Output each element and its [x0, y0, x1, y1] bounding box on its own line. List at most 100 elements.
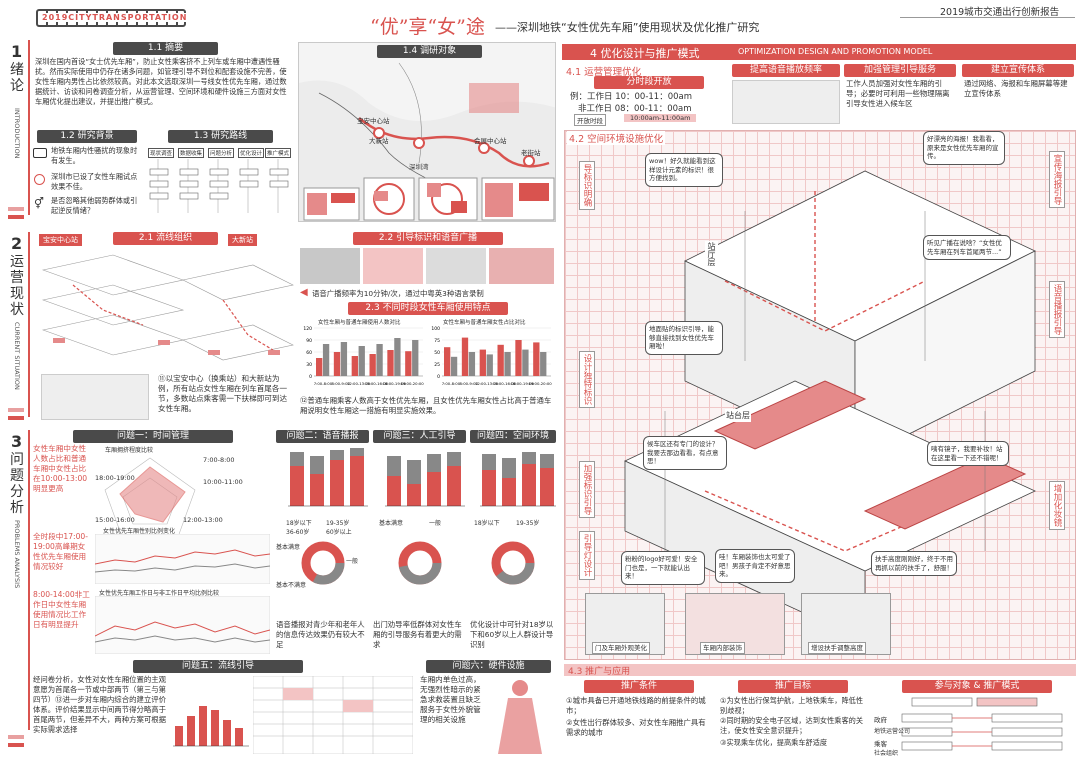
city-map [299, 62, 555, 221]
header-rule [900, 17, 1075, 18]
side-label: 引导灯设计 [579, 531, 595, 580]
x-tick-label: 7:00-8:00 [442, 381, 461, 386]
bar [369, 354, 376, 376]
x-tick-label: 18:00-19:00 [383, 381, 407, 386]
model-diagram [901, 697, 1063, 751]
bar [540, 352, 547, 376]
x-tick-label: 8:00-9:00 [460, 381, 479, 386]
route-step: 问题分析 [208, 148, 235, 158]
route-diagram [149, 159, 289, 213]
floor-label: 站台层 [725, 409, 751, 422]
x-tick-label: 19:00-20:00 [528, 381, 552, 386]
floor-label: 站厅层 [705, 241, 718, 267]
station-section-drawing [624, 170, 1036, 642]
bar [444, 347, 451, 376]
x-tick-label: 8:00-9:00 [332, 381, 351, 386]
condition-item: ②女性出行群体较多、对女性车厢推广具有需求的城市 [566, 718, 706, 737]
photo-placeholder [41, 374, 149, 420]
route-box: 1.3 研究路线 现状调查 数据收集 问题分析 优化设计 推广模式 [148, 130, 295, 218]
signage-photo-4 [489, 248, 554, 284]
right-label: 宣传海报引导 [1049, 151, 1065, 208]
problem3-box: 问题三：人工引导 基本满意 一般 出门劝导率低群体对女性车厢的引导服务有着更大的… [373, 430, 466, 658]
ops-line: 非工作日 08：00-11：00am [578, 104, 692, 114]
map-label: 大新站 [369, 137, 389, 145]
flow-title: 2.1 流线组织 [113, 232, 218, 245]
broadcast-box: 提高语音播放频率 [732, 64, 840, 126]
bar [522, 349, 529, 376]
p4-stacked-bar [480, 452, 556, 507]
guide-text: 工作人员加强对女性车厢的引导；必要时可利用一些物理隔离引导女性进入候车区 [846, 79, 950, 108]
p6-note: 车厢内单色过高，无强烈性暗示的紧急求救装置且缺乏服务于女性外貌管理的相关设施 [420, 675, 481, 724]
p2-donut [301, 541, 345, 585]
p2-stacked-bar [288, 448, 368, 507]
space-box: 4.2 空间环境设施优化 导标识明确 设计独特标识 加强标识引导 引导灯设计 宣… [564, 130, 1076, 660]
ops-legend-bar: 10:00am-11:00am [624, 114, 697, 122]
section3-title: 问题分析 [10, 452, 24, 516]
goal-item: ①为女性出行保驾护航，上地铁乘车，降低性别歧视； [720, 696, 864, 715]
problem2-box: 问题二：语音播报 18岁以下 19-35岁 36-60岁 60岁以上 基本满意 … [276, 430, 369, 658]
y-tick-label: 0 [437, 374, 440, 380]
carriage-chart [173, 706, 249, 747]
flow-tag: 大新站 [228, 234, 257, 246]
route-step: 数据收集 [178, 148, 205, 158]
bar [515, 340, 522, 376]
line-title: 女性优先车厢性别比例变化 [103, 528, 176, 535]
ops-title: 4.1 运营管理优化 [566, 67, 642, 78]
condition-item: ①城市具备已开通地铁线路的前提条件的城市； [566, 696, 706, 715]
signage-note: 语音广播频率为10分钟/次，通过中粤英3种语言录制 [312, 289, 484, 298]
y-tick-label: 90 [306, 338, 312, 344]
y-tick-label: 0 [309, 374, 312, 380]
radar-chart [104, 457, 196, 538]
signage-title: 2.2 引导标识和语音广播 [353, 232, 503, 245]
legend-item: 18岁以下 [286, 520, 312, 527]
legend-item: 一般 [346, 558, 359, 565]
goal-item: ②同时期的安全电子区域，达到女性乘客的关注，使女性安全意识提升； [720, 716, 864, 735]
woman-silhouette [498, 680, 542, 754]
right-label: 语音播报引导 [1049, 281, 1065, 338]
people-icon: ⚥ [34, 197, 44, 210]
goal-item: ③实现乘车优化，提高乘车舒适度 [720, 738, 828, 747]
compare-box: 2.3 不同时段女性车厢使用特点 女性车厢与普通车厢使用人数对比 女性车厢与普通… [298, 302, 556, 422]
design-title: 4 优化设计与推广模式 [590, 47, 700, 60]
photo-card: 门及车厢外观美化 [585, 593, 665, 655]
problem3-title: 问题三：人工引导 [373, 430, 466, 443]
bar [497, 344, 504, 376]
legend-item: 基本不满意 [276, 582, 307, 589]
speech-bubble: 候车区还有专门的设计？我要去那边看看，有点意思！ [643, 436, 727, 470]
ops-legend: 开放时段 [574, 114, 606, 126]
radar-axis: 15:00-16:00 [95, 516, 135, 524]
map-label: 深圳湾 [409, 163, 429, 171]
p4-note: 优化设计中可针对18岁以下和60岁以上人群设计导识别 [470, 620, 554, 649]
bar [412, 340, 419, 376]
guide-box: 加强管理引导服务 工作人员加强对女性车厢的引导；必要时可利用一些物理隔离引导女性… [844, 64, 956, 126]
space-title: 4.2 空间环境设施优化 [567, 131, 666, 145]
promo-text: 通过网络、海报和车厢屏幕等建立宣传体系 [964, 79, 1068, 98]
model-label: 社会组织 [874, 750, 899, 757]
speech-bubble: 扶手高度刚刚好，终于不用再抓以前的扶手了，舒服！ [871, 551, 957, 576]
radar-axis: 7:00-8:00 [203, 456, 235, 464]
section1-en: INTRODUCTION [13, 108, 21, 159]
chart-title: 女性车厢与普通车厢使用人数对比 [318, 320, 401, 326]
y-tick-label: 50 [434, 350, 440, 356]
flow-note: ⑪以宝安中心（换乘站）和大新站为例，所有站点女性车厢在列车首尾各一节，多数站点乘… [158, 374, 288, 413]
abstract-text: 深圳在国内首设“女士优先车厢”，防止女性乘客挤不上列车或车厢中遭遇性骚扰。然而实… [35, 57, 287, 106]
p4-donut [491, 541, 535, 585]
ops-line: 例：工作日 10：00-11：00am [570, 92, 693, 102]
bg-item-1: 地铁车厢内性骚扰的现象时有发生。 [33, 146, 141, 168]
bar [351, 356, 358, 376]
y-tick-label: 75 [434, 338, 440, 344]
line-title: 女性优先车厢工作日与非工作日平均比例比较 [99, 590, 220, 597]
signage-box: 2.2 引导标识和语音广播 ◀ 语音广播频率为10分钟/次，通过中粤英3种语言录… [298, 232, 556, 302]
bar [504, 352, 511, 376]
object-box: 1.4 调研对象 宝安中心站 大新站 会展中心站 老街站 深圳湾 [298, 42, 556, 222]
speech-bubble: 哇！车厢装饰也太可爱了吧！男孩子肯定不好意思来。 [715, 549, 795, 583]
problem1-title: 问题一：时间管理 [73, 430, 233, 443]
section1-title: 绪论 [10, 62, 24, 94]
signage-photo-2 [363, 248, 423, 284]
photo-caption: 增设扶手调整高度 [808, 642, 866, 654]
bar [358, 346, 365, 376]
bar [394, 338, 401, 376]
ops-subtitle: 分时段开放 [594, 76, 704, 89]
design-header: 4 优化设计与推广模式 OPTIMIZATION DESIGN AND PROM… [562, 44, 1076, 60]
